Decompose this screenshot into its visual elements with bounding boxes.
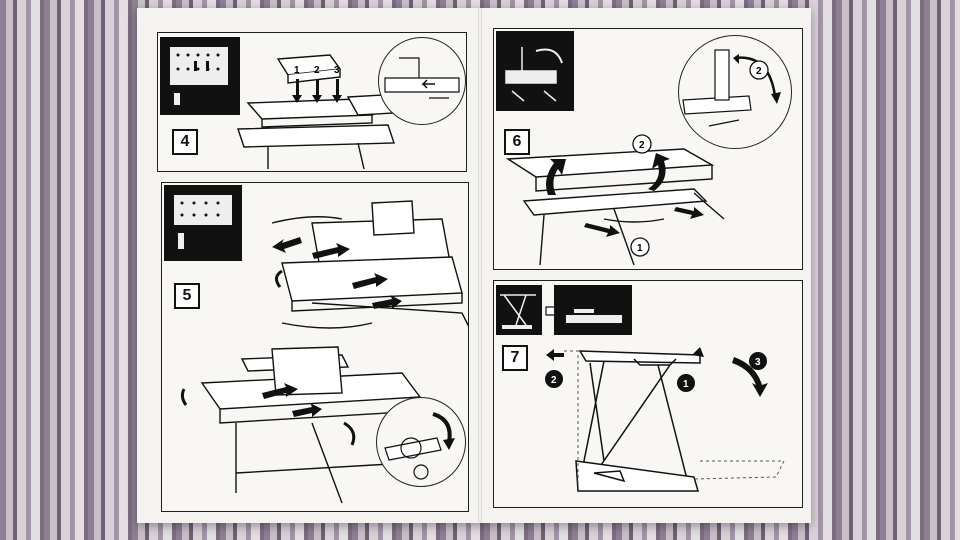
step-7-inset-after-drawing bbox=[566, 309, 622, 323]
step-6-inset-drawing bbox=[505, 47, 563, 102]
step-6-detail-drawing: 2 bbox=[682, 49, 781, 127]
step-7-callout-2: 2 bbox=[551, 375, 557, 386]
step-5-inset-drawing bbox=[174, 195, 232, 249]
step-7-callout-3: 3 bbox=[755, 357, 761, 368]
step-4-inset bbox=[160, 37, 240, 115]
step-4-callout-2: 2 bbox=[314, 65, 320, 76]
booklet-spine bbox=[478, 8, 482, 523]
step-6-inset bbox=[496, 31, 574, 111]
step-6-callout-1: 1 bbox=[637, 243, 643, 254]
step-5-number: 5 bbox=[174, 283, 200, 309]
step-5-detail-circle bbox=[376, 397, 466, 487]
step-6-drawing: 2 1 bbox=[505, 134, 725, 266]
step-4-inset-drawing bbox=[170, 47, 228, 105]
step-4-callout-3: 3 bbox=[334, 65, 340, 76]
step-4-callout-1: 1 bbox=[294, 65, 300, 76]
step-6-detail-callout-2: 2 bbox=[756, 66, 762, 77]
step-6-detail-circle: 2 bbox=[678, 35, 792, 149]
step-5-detail-drawing bbox=[384, 412, 455, 480]
step-4-drawing: 1 2 3 bbox=[237, 54, 396, 170]
step-5-inset bbox=[164, 185, 242, 261]
step-4-detail-circle bbox=[378, 37, 466, 125]
step-6-panel: 6 2 1 bbox=[493, 28, 803, 270]
step-7-callout-1: 1 bbox=[683, 379, 689, 390]
instruction-booklet: 4 1 2 3 bbox=[137, 8, 811, 523]
step-7-inset-after bbox=[554, 285, 632, 335]
step-7-inset-before bbox=[496, 285, 542, 335]
step-5-panel: 5 bbox=[161, 182, 469, 512]
step-6-callout-2: 2 bbox=[639, 140, 645, 151]
step-4-detail-drawing bbox=[384, 57, 460, 99]
step-4-panel: 4 1 2 3 bbox=[157, 32, 467, 172]
step-4-number: 4 bbox=[172, 129, 198, 155]
step-5-drawing bbox=[180, 200, 468, 504]
step-7-number: 7 bbox=[502, 345, 528, 371]
step-7-drawing: 1 2 3 bbox=[545, 347, 785, 492]
step-6-number: 6 bbox=[504, 129, 530, 155]
step-7-panel: 7 1 2 bbox=[493, 280, 803, 508]
step-7-inset-before-drawing bbox=[500, 294, 536, 329]
